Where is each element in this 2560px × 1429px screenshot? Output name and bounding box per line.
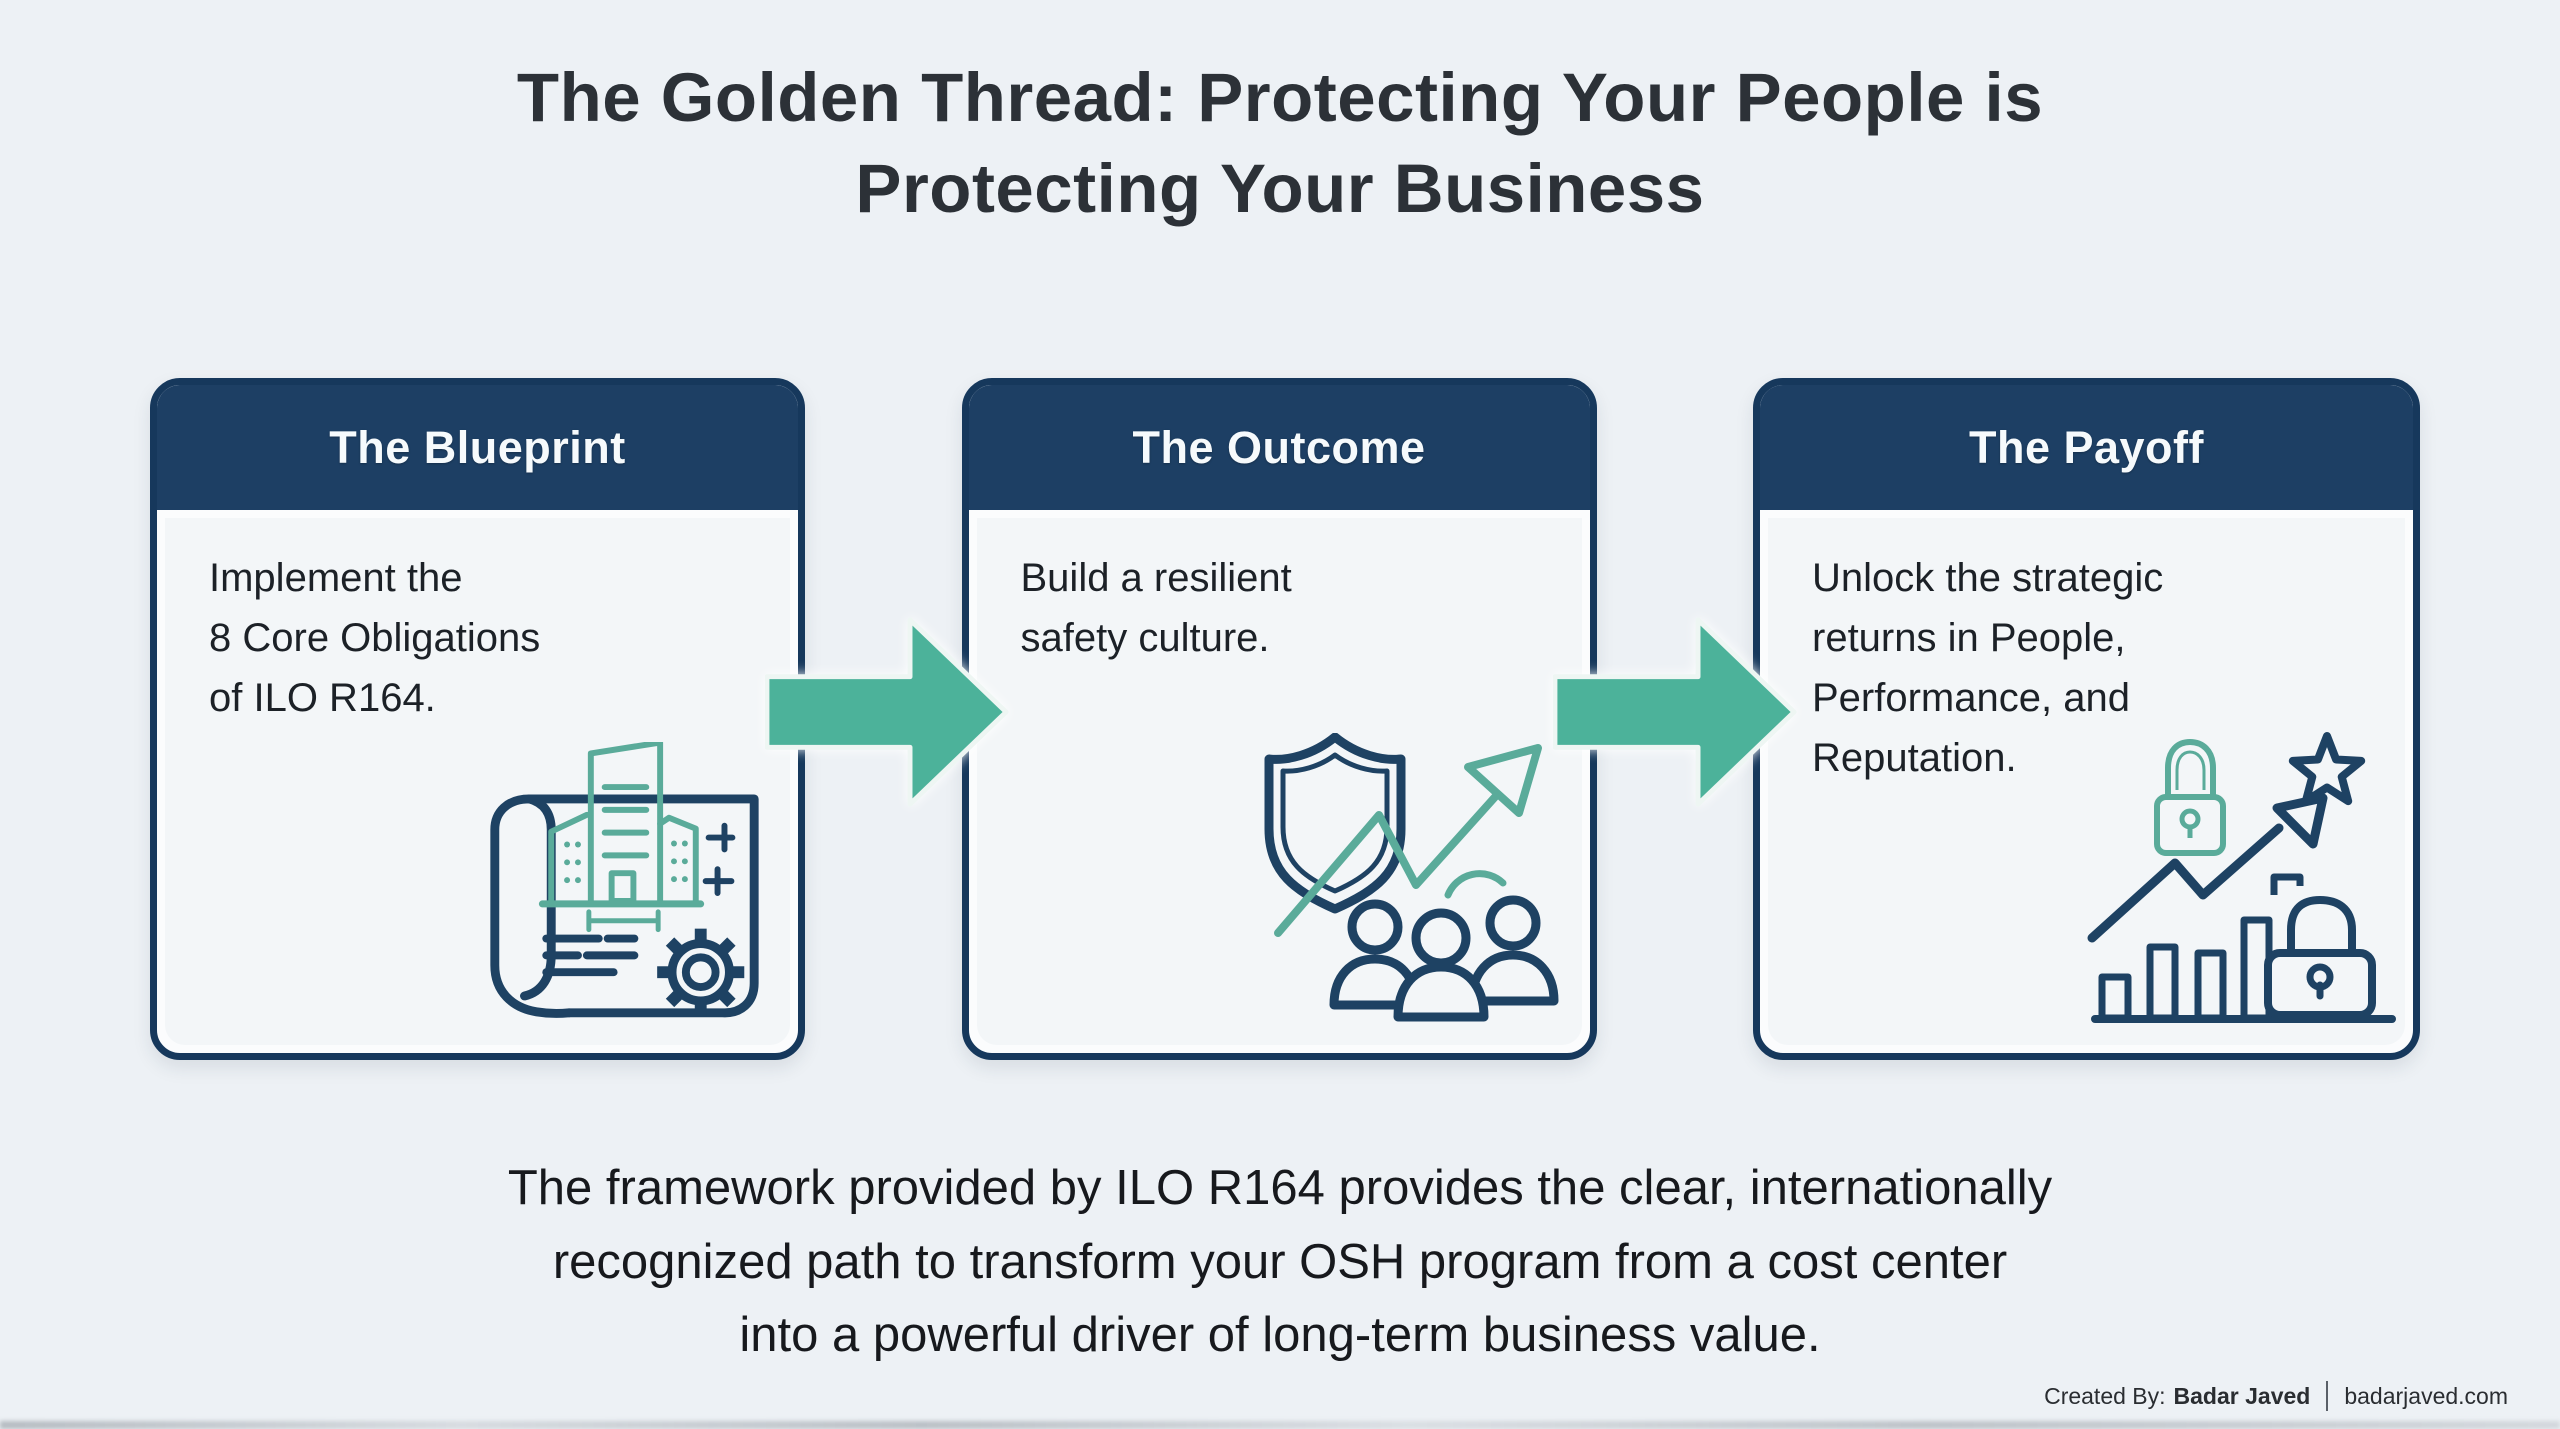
credit-website: badarjaved.com: [2344, 1382, 2508, 1409]
flow-arrow-right-2: [1553, 617, 1797, 807]
card-blueprint-body: Implement the 8 Core Obligations of ILO …: [165, 518, 790, 1045]
card-outcome-text: Build a resilient safety culture.: [1020, 556, 1292, 660]
shield-growth-people-icon: [1264, 733, 1558, 1022]
card-payoff-title: The Payoff: [1968, 421, 2205, 473]
card-blueprint-header: The Blueprint: [157, 385, 798, 510]
card-outcome-title: The Outcome: [1132, 421, 1426, 473]
credit-separator-divider: [2326, 1381, 2329, 1411]
growth-chart-locks-star-icon: [2087, 732, 2396, 1023]
card-payoff-body: Unlock the strategic returns in People, …: [1768, 518, 2405, 1045]
card-blueprint-text: Implement the 8 Core Obligations of ILO …: [209, 556, 541, 720]
credit-author: Badar Javed: [2173, 1382, 2311, 1409]
bottom-edge-artifact: [0, 1421, 2560, 1429]
card-outcome-header: The Outcome: [968, 385, 1590, 510]
blueprint-building-gear-icon: [490, 742, 759, 1018]
cards-row: The Blueprint Implement the 8 Core Oblig…: [150, 378, 2420, 1060]
card-payoff-text: Unlock the strategic returns in People, …: [1812, 556, 2164, 780]
card-outcome-body: Build a resilient safety culture.: [976, 518, 1582, 1045]
card-payoff: The Payoff Unlock the strategic returns …: [1753, 378, 2420, 1060]
footer-paragraph: The framework provided by ILO R164 provi…: [507, 1161, 2053, 1362]
card-blueprint: The Blueprint Implement the 8 Core Oblig…: [150, 378, 805, 1060]
card-payoff-header: The Payoff: [1760, 385, 2413, 510]
card-outcome: The Outcome Build a resilient safety cul…: [961, 378, 1597, 1060]
flow-arrow-right-1: [765, 617, 1009, 807]
credit-line: Created By: Badar Javed badarjaved.com: [2044, 1381, 2508, 1411]
card-blueprint-title: The Blueprint: [329, 421, 626, 473]
credit-label: Created By:: [2044, 1382, 2166, 1409]
page-title: The Golden Thread: Protecting Your Peopl…: [516, 59, 2044, 228]
